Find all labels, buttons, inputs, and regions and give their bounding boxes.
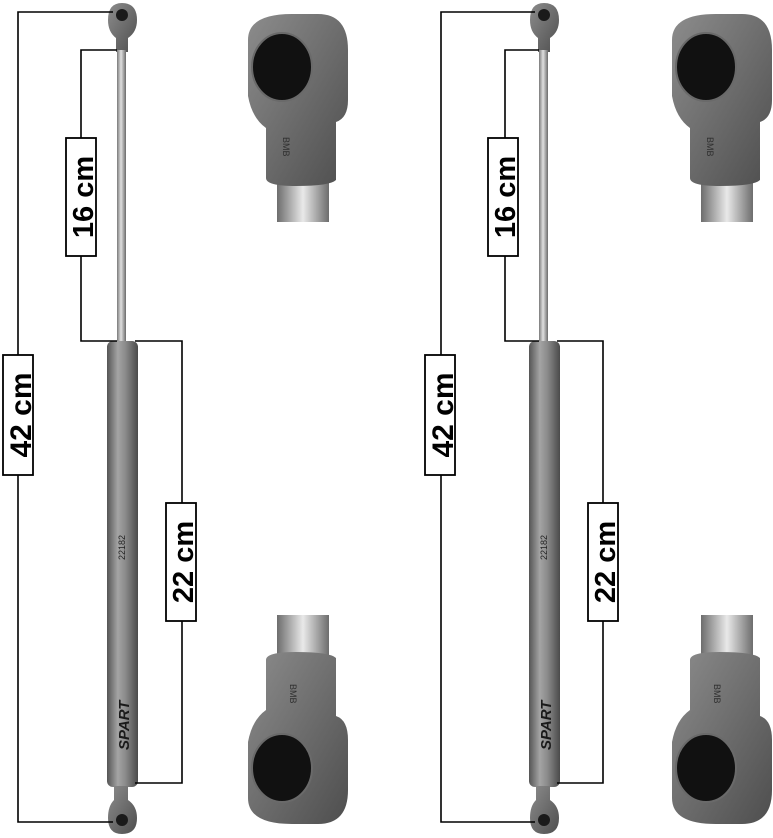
top-eye-fitting — [108, 3, 137, 52]
closeup-top-fitting: BMB — [248, 14, 348, 222]
svg-text:16 cm: 16 cm — [490, 156, 522, 238]
total-length-label: 42 cm — [2, 354, 38, 476]
cylinder-body: SPART 22182 — [107, 341, 138, 787]
svg-text:22 cm: 22 cm — [590, 521, 622, 603]
cylinder-body: SPART 22182 — [529, 341, 560, 787]
body-part-number: 22182 — [539, 535, 549, 560]
svg-text:22 cm: 22 cm — [168, 521, 200, 603]
strut-unit-left: SPART 22182 42 cm 16 cm 22 cm — [2, 3, 348, 834]
svg-text:42 cm: 42 cm — [5, 372, 38, 457]
bottom-eye-fitting — [108, 786, 137, 834]
body-brand-text: SPART — [538, 699, 555, 750]
svg-text:16 cm: 16 cm — [68, 156, 100, 238]
top-eye-fitting — [530, 3, 559, 52]
strut-unit-right: SPART 22182 42 cm 16 cm 22 cm — [424, 3, 772, 834]
bottom-eye-fitting — [530, 786, 559, 834]
rod-length-label: 16 cm — [487, 137, 522, 257]
total-length-label: 42 cm — [424, 354, 460, 476]
body-length-label: 22 cm — [165, 502, 200, 622]
closeup-bottom-fitting: BMB — [248, 615, 348, 824]
svg-text:BMB: BMB — [705, 137, 715, 157]
svg-text:BMB: BMB — [712, 684, 722, 704]
piston-rod — [539, 50, 548, 345]
body-brand-text: SPART — [116, 699, 133, 750]
closeup-bottom-fitting: BMB — [672, 615, 772, 824]
dimension-lines — [440, 11, 604, 823]
closeup-top-fitting: BMB — [672, 14, 772, 222]
svg-text:BMB: BMB — [288, 684, 298, 704]
piston-rod — [117, 50, 126, 345]
svg-text:42 cm: 42 cm — [427, 372, 460, 457]
body-length-label: 22 cm — [587, 502, 622, 622]
dimension-lines — [17, 11, 183, 823]
svg-text:BMB: BMB — [281, 137, 291, 157]
rod-length-label: 16 cm — [65, 137, 100, 257]
body-part-number: 22182 — [117, 535, 127, 560]
